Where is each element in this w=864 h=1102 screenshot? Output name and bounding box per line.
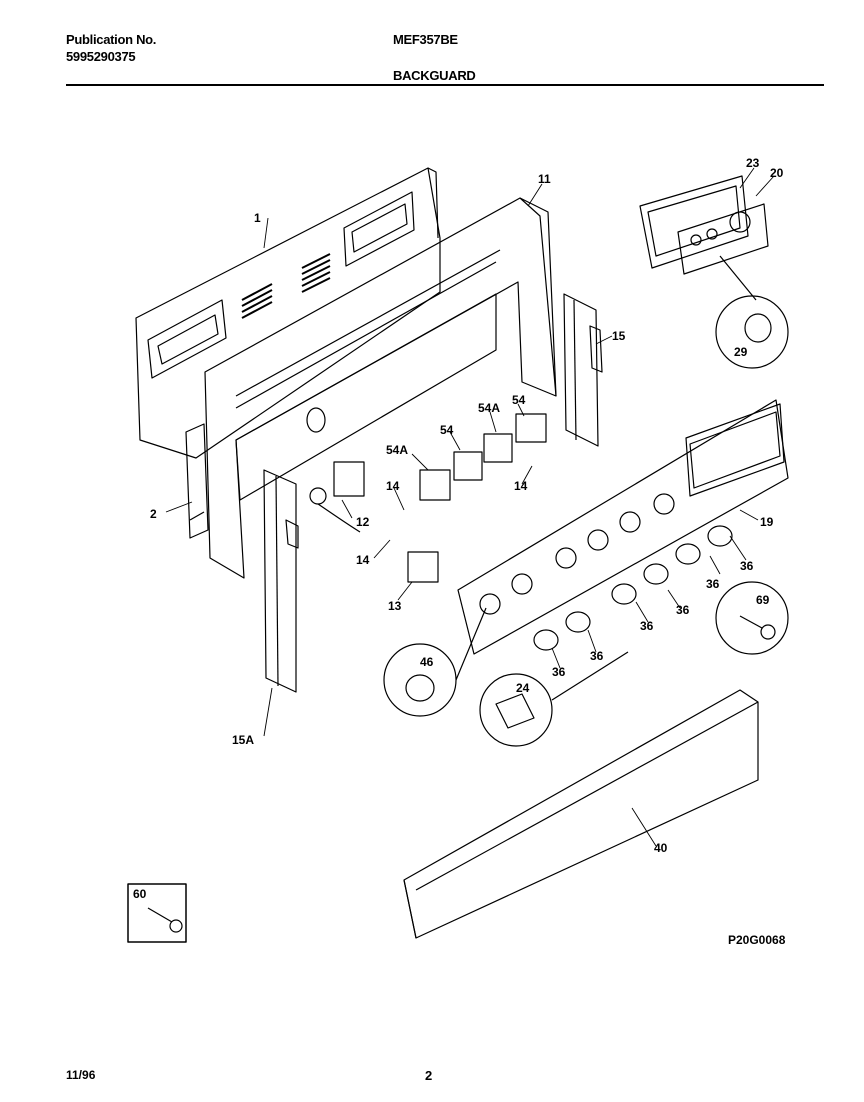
callout-29 bbox=[715, 295, 789, 369]
part-label-40: 40 bbox=[654, 841, 668, 855]
publication-number: 5995290375 bbox=[66, 49, 136, 64]
callout-46 bbox=[383, 607, 487, 717]
callout-69 bbox=[715, 581, 789, 655]
part-label-11: 11 bbox=[538, 172, 551, 186]
footer-date: 11/96 bbox=[66, 1068, 96, 1082]
part-label-20: 20 bbox=[770, 166, 784, 180]
part-label-54-left: 54 bbox=[440, 423, 454, 437]
part-label-14-lower: 14 bbox=[356, 553, 370, 567]
part-label-60: 60 bbox=[133, 887, 147, 901]
part-label-36-e: 36 bbox=[590, 649, 604, 663]
part-label-1: 1 bbox=[254, 211, 261, 225]
part-label-15: 15 bbox=[612, 329, 626, 343]
model-number: MEF357BE bbox=[393, 32, 458, 47]
part-60-box bbox=[127, 883, 187, 943]
part-label-54a-left: 54A bbox=[386, 443, 408, 457]
section-title: BACKGUARD bbox=[393, 68, 476, 83]
part-label-14-upper: 14 bbox=[386, 479, 400, 493]
control-panel bbox=[457, 399, 789, 655]
part-label-23: 23 bbox=[746, 156, 760, 170]
part-label-14-right: 14 bbox=[514, 479, 528, 493]
part-label-15a: 15A bbox=[232, 733, 254, 747]
part-label-36-c: 36 bbox=[676, 603, 690, 617]
rear-panel bbox=[135, 167, 441, 459]
page-number: 2 bbox=[425, 1068, 433, 1083]
part-label-24: 24 bbox=[516, 681, 530, 695]
knobs bbox=[533, 525, 733, 651]
part-label-36-a: 36 bbox=[740, 559, 754, 573]
left-end-bracket bbox=[263, 469, 299, 693]
part-label-12: 12 bbox=[356, 515, 370, 529]
part-label-2: 2 bbox=[150, 507, 157, 521]
part-label-13: 13 bbox=[388, 599, 402, 613]
left-bracket bbox=[185, 423, 209, 539]
part-label-54-right: 54 bbox=[512, 393, 526, 407]
part-label-69: 69 bbox=[756, 593, 770, 607]
switches bbox=[309, 413, 547, 583]
part-label-36-b: 36 bbox=[706, 577, 720, 591]
publication-label: Publication No. bbox=[66, 32, 157, 47]
callout-24 bbox=[479, 651, 629, 747]
part-label-46: 46 bbox=[420, 655, 434, 669]
trim-strip bbox=[403, 689, 759, 939]
right-bracket bbox=[563, 293, 603, 447]
clock-assembly bbox=[639, 175, 769, 301]
part-label-19: 19 bbox=[760, 515, 774, 529]
part-label-36-f: 36 bbox=[552, 665, 566, 679]
drawing-code: P20G0068 bbox=[728, 933, 786, 947]
backguard-frame bbox=[204, 197, 557, 579]
part-label-36-d: 36 bbox=[640, 619, 654, 633]
part-label-29: 29 bbox=[734, 345, 748, 359]
header-rule bbox=[66, 84, 824, 86]
part-label-54a-right: 54A bbox=[478, 401, 500, 415]
